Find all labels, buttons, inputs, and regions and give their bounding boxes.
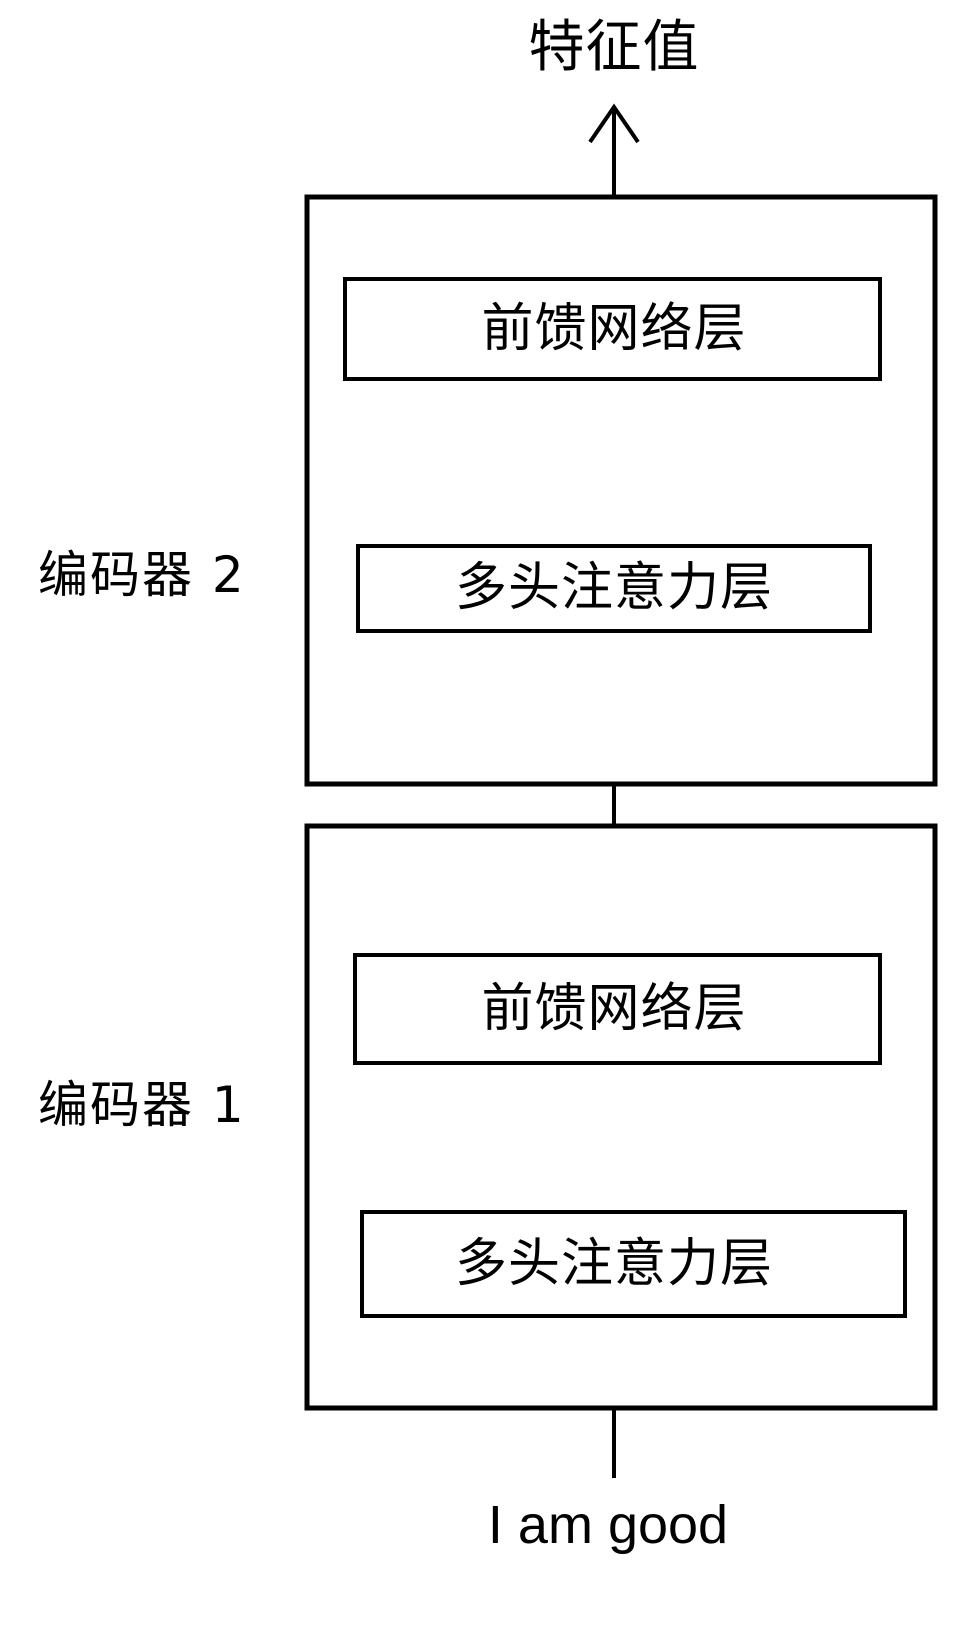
output-label: 特征值 <box>528 15 700 80</box>
encoder-2-feed-forward-box <box>343 277 882 381</box>
output-arrow-head <box>588 103 640 144</box>
encoder-1-feed-forward-box <box>353 953 882 1065</box>
encoder-1-feed-forward-label: 前馈网络层 <box>481 979 747 1039</box>
encoder-2-feed-forward-label: 前馈网络层 <box>481 299 747 359</box>
encoder-2-attention-label: 多头注意力层 <box>454 558 774 618</box>
encoder-2-label: 编码器 2 <box>38 546 246 604</box>
encoder-1-label: 编码器 1 <box>38 1076 246 1134</box>
encoder-1-attention-label: 多头注意力层 <box>454 1234 774 1294</box>
encoder-2-attention-box <box>356 544 872 633</box>
input-label: I am good <box>487 1495 729 1555</box>
encoder-1-attention-box <box>360 1210 907 1318</box>
encoder-1-outer-box <box>304 823 938 1411</box>
